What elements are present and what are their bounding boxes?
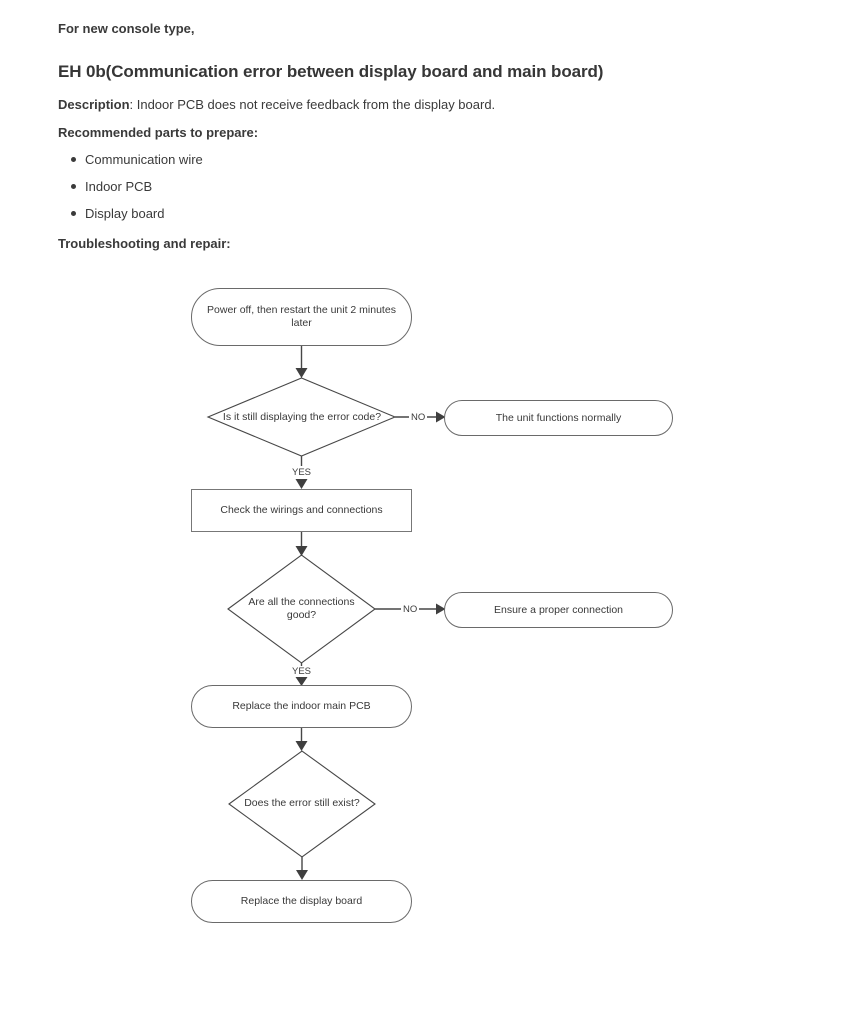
arrowhead-no-1	[436, 411, 446, 423]
bullet-icon	[71, 157, 76, 162]
branch-label-no-1: NO	[409, 412, 428, 423]
bullet-icon	[71, 211, 76, 216]
decision-diamond-error-exists	[228, 750, 376, 858]
flow-node-power-off-restart: Power off, then restart the unit 2 minut…	[191, 288, 412, 346]
flow-decision-connections-label: Are all the connections good?	[248, 596, 355, 621]
flow-node-replace-indoor-pcb: Replace the indoor main PCB	[191, 685, 412, 728]
flow-node-check-wirings: Check the wirings and connections	[191, 489, 412, 532]
arrowhead-down-4	[296, 870, 308, 880]
description-line: Description: Indoor PCB does not receive…	[58, 97, 495, 112]
arrowhead-down-2	[295, 546, 308, 556]
arrowhead-no-2	[436, 603, 446, 615]
flow-node-replace-display-board: Replace the display board	[191, 880, 412, 923]
list-item: Display board	[71, 206, 165, 221]
description-text: : Indoor PCB does not receive feedback f…	[129, 97, 496, 112]
troubleshooting-heading: Troubleshooting and repair:	[58, 236, 231, 251]
flow-node-unit-functions-normally: The unit functions normally	[444, 400, 673, 436]
branch-label-no-2: NO	[401, 604, 420, 615]
list-item-label: Indoor PCB	[85, 179, 153, 194]
arrowhead-yes-2	[295, 677, 308, 686]
parts-heading: Recommended parts to prepare:	[58, 125, 259, 140]
arrowhead-down-3	[295, 741, 308, 751]
flow-decision-error-exists-label: Does the error still exist?	[244, 797, 360, 809]
list-item-label: Display board	[85, 206, 165, 221]
flow-node-ensure-connection: Ensure a proper connection	[444, 592, 673, 628]
bullet-icon	[71, 184, 76, 189]
description-label: Description	[58, 97, 130, 112]
arrowhead-yes-1	[295, 479, 308, 489]
branch-label-yes-2: YES	[290, 666, 314, 677]
list-item: Indoor PCB	[71, 179, 152, 194]
list-item: Communication wire	[71, 152, 203, 167]
intro-text: For new console type,	[58, 21, 195, 36]
page-title: EH 0b(Communication error between displa…	[58, 62, 604, 81]
branch-label-yes-1: YES	[290, 467, 314, 478]
flow-decision-error-code-label: Is it still displaying the error code?	[222, 411, 382, 423]
list-item-label: Communication wire	[85, 152, 203, 167]
arrowhead-down-1	[295, 368, 308, 378]
